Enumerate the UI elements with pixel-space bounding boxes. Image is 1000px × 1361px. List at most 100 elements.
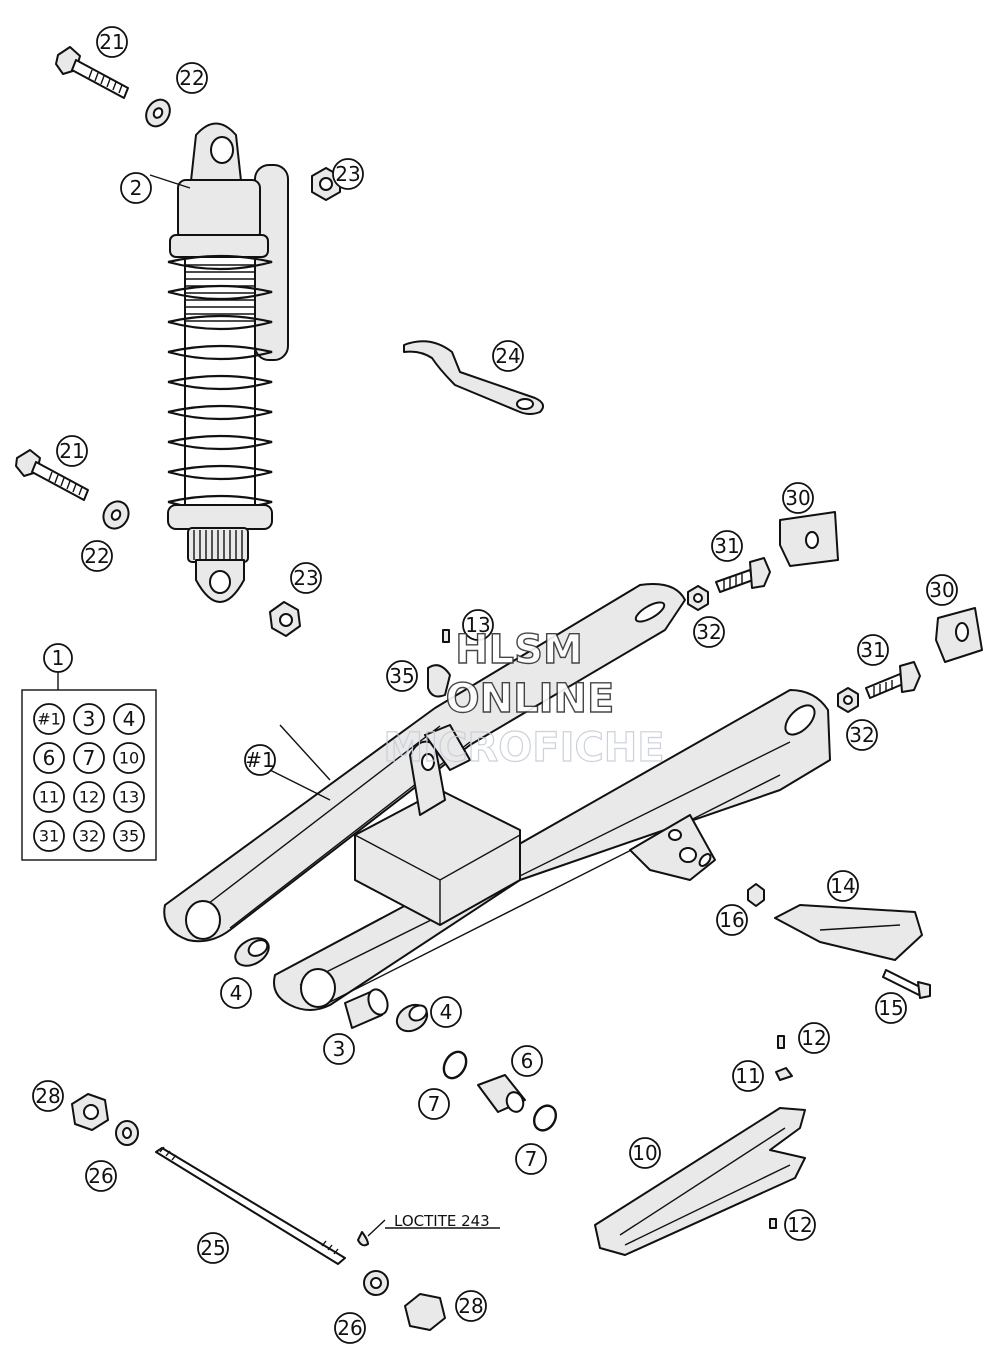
callout-circle: [386, 660, 418, 692]
leader-lines: [149, 174, 500, 1237]
watermark: HLSM ONLINE MICROFICHE: [383, 626, 665, 771]
callout-c26b: 26: [334, 1312, 366, 1344]
callout-circle: [33, 820, 65, 852]
callout-circle: [782, 482, 814, 514]
callout-number: 4: [230, 981, 243, 1005]
callout-c12a: 12: [798, 1022, 830, 1054]
callout-c7a: 7: [418, 1088, 450, 1120]
callout-circle: [711, 530, 743, 562]
clip-35: [427, 664, 451, 698]
nut-23-middle: [269, 601, 301, 637]
shock-absorber: [167, 122, 289, 603]
callout-number: 11: [735, 1064, 760, 1088]
callout-number: 30: [929, 578, 954, 602]
callout-number: 3: [83, 707, 96, 731]
callout-circle: [462, 609, 494, 641]
callout-number: 21: [59, 439, 84, 463]
nut-32-b: [837, 687, 859, 713]
callout-circle: [73, 703, 105, 735]
bushing-4-a: [234, 937, 270, 967]
callout-number: 16: [719, 908, 744, 932]
callout-circle: [455, 1290, 487, 1322]
callout-c31a: 31: [711, 530, 743, 562]
callout-number: 12: [801, 1026, 826, 1050]
callout-number: 32: [79, 827, 99, 846]
spacer-6: [477, 1074, 526, 1113]
hook-wrench-24: [403, 340, 545, 415]
chain-adjuster-30-a: [779, 511, 839, 567]
callout-c24: 24: [492, 340, 524, 372]
callout-c21a: 21: [96, 26, 128, 58]
callout-number: 4: [440, 1000, 453, 1024]
callout-c23b: 23: [290, 562, 322, 594]
screw-12-b: [769, 1218, 777, 1229]
loctite-text: LOCTITE 243: [394, 1212, 490, 1230]
callout-circle: [418, 1088, 450, 1120]
callout-circle: [323, 1033, 355, 1065]
callout-c32b: 32: [846, 719, 878, 751]
callout-circle: [120, 172, 152, 204]
washer-26-b: [363, 1270, 389, 1296]
bolt-31-a: [715, 557, 771, 593]
callout-c28b: 28: [455, 1290, 487, 1322]
callout-number: 12: [787, 1213, 812, 1237]
callout-number: 35: [389, 664, 414, 688]
nut-28-b: [404, 1293, 446, 1331]
callout-kit-10: 32: [73, 820, 105, 852]
callout-c13: 13: [462, 609, 494, 641]
callout-c14: 14: [827, 870, 859, 902]
bushing-4-b: [395, 1003, 429, 1033]
callout-circle: [827, 870, 859, 902]
callout-circle: [197, 1232, 229, 1264]
callout-circle: [176, 62, 208, 94]
screw-12-a: [777, 1035, 785, 1049]
callout-number: 26: [337, 1316, 362, 1340]
leader-line: [269, 769, 331, 801]
callout-c12b: 12: [784, 1209, 816, 1241]
chain-adjuster-30-b: [935, 607, 983, 663]
watermark-line-3: MICROFICHE: [383, 725, 664, 771]
callout-c23a: 23: [332, 158, 364, 190]
callout-circle: [220, 977, 252, 1009]
callout-c35: 35: [386, 660, 418, 692]
callout-number: 14: [830, 874, 855, 898]
callout-kit-3: 6: [33, 742, 65, 774]
kit-box-label-callout: 1: [43, 643, 73, 673]
bolt-31-b: [865, 661, 921, 699]
callout-kit-2: 4: [113, 703, 145, 735]
kit-box-label: 1: [52, 646, 65, 670]
callout-number: 26: [88, 1164, 113, 1188]
callout-kit-7: 12: [73, 781, 105, 813]
callout-number: 7: [83, 746, 96, 770]
washer-22-middle: [102, 500, 130, 530]
bolt-21-middle: [15, 449, 89, 501]
callout-circle: [33, 781, 65, 813]
callout-c4b: 4: [430, 996, 462, 1028]
callout-circle: [85, 1160, 117, 1192]
callout-circle: [113, 703, 145, 735]
callout-c31b: 31: [857, 634, 889, 666]
callout-c15: 15: [875, 992, 907, 1024]
callout-number: 35: [119, 827, 139, 846]
callout-c3: 3: [323, 1033, 355, 1065]
callout-c21b: 21: [56, 435, 88, 467]
callout-circle: [113, 781, 145, 813]
callout-circle: [492, 340, 524, 372]
callout-circle: [73, 820, 105, 852]
callout-c2: 2: [120, 172, 152, 204]
callout-circle: [56, 435, 88, 467]
callout-number: 28: [458, 1294, 483, 1318]
callout-number: 25: [200, 1236, 225, 1260]
callout-circle: [334, 1312, 366, 1344]
loctite-note: LOCTITE 243: [394, 1212, 490, 1230]
callout-circle: [113, 742, 145, 774]
callout-c11: 11: [732, 1060, 764, 1092]
callout-kit-11: 35: [113, 820, 145, 852]
callout-c32a: 32: [693, 616, 725, 648]
chain-guard-14: [774, 904, 923, 961]
bolt-21-top: [55, 46, 129, 99]
callout-circle: [875, 992, 907, 1024]
washer-22-top: [145, 98, 171, 128]
watermark-line-2: ONLINE: [446, 676, 615, 722]
callout-number: 23: [293, 566, 318, 590]
